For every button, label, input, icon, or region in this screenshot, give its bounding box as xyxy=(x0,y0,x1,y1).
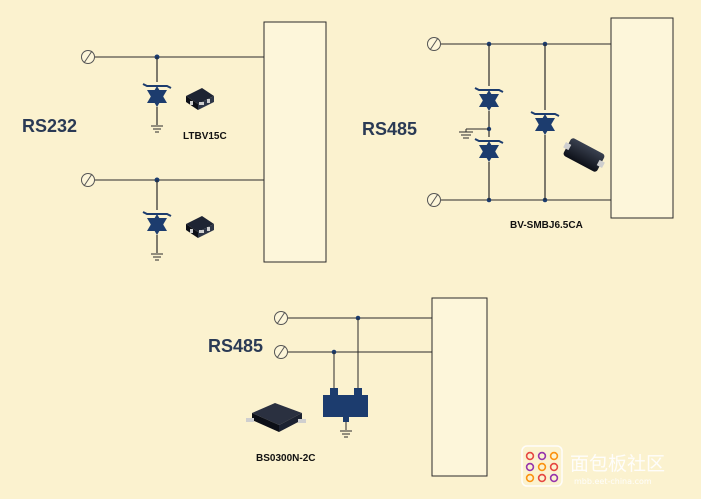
tvs-diode-icon xyxy=(142,211,172,235)
sod-chip-icon xyxy=(246,403,306,432)
terminal-icon xyxy=(427,37,441,51)
terminal-icon xyxy=(81,50,95,64)
tvs-diode-icon xyxy=(142,83,172,107)
rs232-label: RS232 xyxy=(22,116,77,136)
rs232-device-box xyxy=(263,21,327,263)
rs485-circuit-bottom: RS485 BS0300N-2C xyxy=(208,297,488,477)
tvs-diode-icon xyxy=(474,87,504,111)
watermark-url: mbb.eet-china.com xyxy=(574,477,652,486)
terminal-icon xyxy=(427,193,441,207)
logo-icon xyxy=(521,445,563,487)
ground-icon xyxy=(459,131,473,139)
sot23-chip-icon xyxy=(323,388,368,422)
ground-icon xyxy=(340,430,352,438)
rs485-circuit-top: RS485 BV-SMBJ6.5CA xyxy=(362,17,674,231)
tvs-diode-icon xyxy=(530,111,560,135)
rs232-circuit: RS232 LTBV15C xyxy=(22,21,327,263)
ground-icon xyxy=(151,253,163,261)
tvs-diode-icon xyxy=(474,138,504,162)
terminal-icon xyxy=(274,345,288,359)
rs485-label-bottom: RS485 xyxy=(208,336,263,356)
sot-chip-icon xyxy=(186,216,214,238)
rs485-device-box-top xyxy=(610,17,674,219)
watermark: 面包板社区 mbb.eet-china.com xyxy=(521,445,665,487)
part-number-bv-smbj6-5ca: BV-SMBJ6.5CA xyxy=(510,220,583,231)
terminal-icon xyxy=(274,311,288,325)
smb-chip-icon xyxy=(563,138,605,172)
part-number-bs0300n-2c: BS0300N-2C xyxy=(256,453,315,464)
rs485-label-top: RS485 xyxy=(362,119,417,139)
terminal-icon xyxy=(81,173,95,187)
ground-icon xyxy=(151,125,163,133)
rs485-device-box-bottom xyxy=(431,297,488,477)
sot-chip-icon xyxy=(186,88,214,110)
watermark-name: 面包板社区 xyxy=(570,453,665,475)
part-number-ltbv15c: LTBV15C xyxy=(183,131,227,142)
